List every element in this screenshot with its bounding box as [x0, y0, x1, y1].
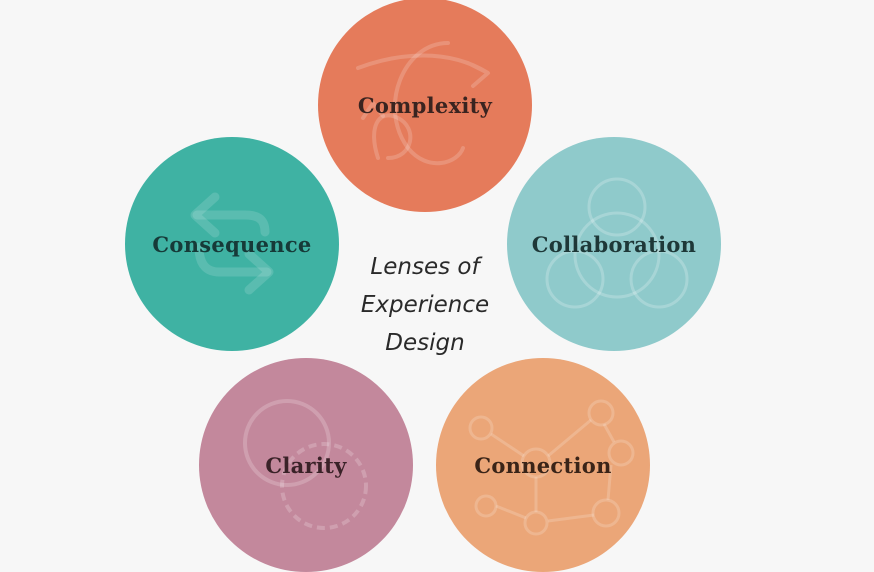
lens-label: Connection	[474, 452, 612, 478]
lens-collaboration: Collaboration	[507, 137, 721, 351]
title-line-3: Design	[385, 330, 465, 356]
lens-label: Consequence	[152, 231, 312, 257]
lens-clarity: Clarity	[199, 358, 413, 572]
diagram-title: Lenses of Experience Design	[345, 248, 505, 362]
lens-label: Collaboration	[531, 231, 697, 257]
lens-label: Clarity	[265, 452, 347, 478]
title-line-1: Lenses of	[370, 254, 480, 280]
lens-consequence: Consequence	[125, 137, 339, 351]
overlapping-circles-icon	[243, 399, 368, 530]
cycle-arrows-icon	[190, 192, 274, 295]
network-nodes-icon	[468, 399, 635, 536]
lens-label: Complexity	[357, 92, 493, 118]
three-circles-icon	[545, 177, 689, 309]
lens-complexity: Complexity	[318, 0, 532, 212]
title-line-2: Experience	[360, 292, 490, 318]
lens-connection: Connection	[436, 358, 650, 572]
tangled-arrows-icon	[356, 41, 490, 166]
